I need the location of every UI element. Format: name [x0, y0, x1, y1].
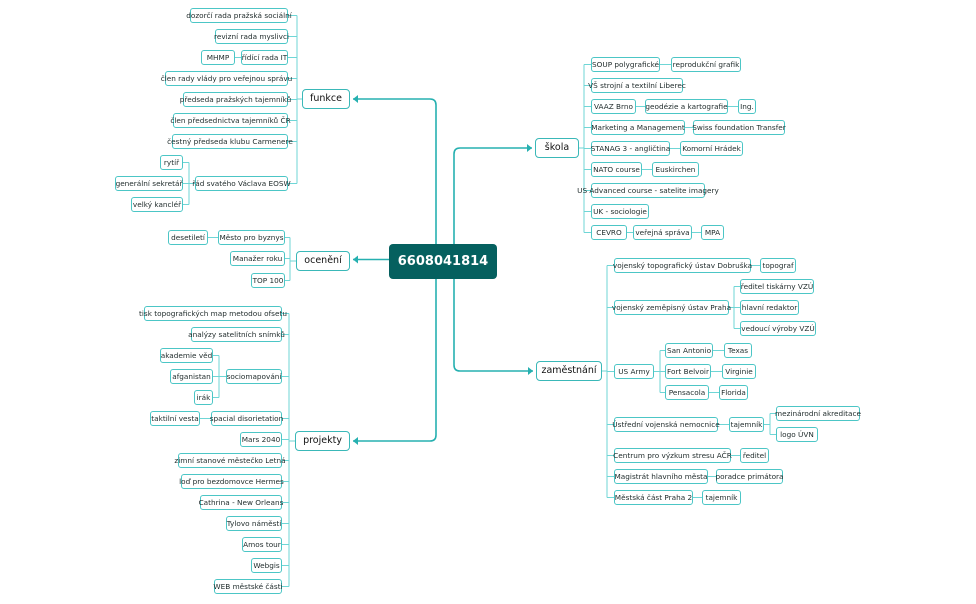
branch-funkce[interactable]: funkce: [302, 89, 350, 109]
projekty-topic[interactable]: analýzy satelitních snímků: [188, 327, 285, 342]
funkce-subtopic[interactable]: MHMP: [201, 50, 235, 65]
projekty-topic[interactable]: tisk topografických map metodou ofsetu: [139, 306, 287, 321]
arrowhead: [353, 255, 358, 264]
zamestnani-subtopic[interactable]: topograf: [760, 258, 796, 273]
zamestnani-subtopic[interactable]: hlavní redaktor: [740, 300, 799, 315]
funkce-topic[interactable]: předseda pražských tajemníků: [180, 92, 291, 107]
branch-projekty[interactable]: projekty: [295, 431, 350, 451]
projekty-subtopic[interactable]: akademie věd: [160, 348, 213, 363]
projekty-topic[interactable]: Mars 2040: [240, 432, 282, 447]
projekty-topic[interactable]: zimní stanové městečko Letná: [174, 453, 286, 468]
skola-subtopic[interactable]: Swiss foundation Transfer: [692, 120, 786, 135]
projekty-topic[interactable]: sociomapování: [226, 369, 282, 384]
funkce-topic[interactable]: dozorčí rada pražská sociální: [186, 8, 292, 23]
arrowhead: [527, 144, 532, 152]
root-node[interactable]: 6608041814: [389, 244, 497, 279]
zamestnani-topic[interactable]: vojenský topografický ústav Dobruška: [613, 258, 752, 273]
zamestnani-subtopic[interactable]: Pensacola: [665, 385, 709, 400]
funkce-topic[interactable]: člen předsednictva tajemníků ČR: [170, 113, 291, 128]
skola-subtopic[interactable]: veřejná správa: [633, 225, 692, 240]
zamestnani-subtopic[interactable]: ředitel tiskárny VZÚ: [740, 279, 814, 294]
projekty-subtopic[interactable]: afganistan: [170, 369, 213, 384]
skola-subtopic[interactable]: MPA: [701, 225, 724, 240]
projekty-topic[interactable]: spacial disorietation: [210, 411, 283, 426]
arrowhead: [528, 367, 533, 375]
zamestnani-subtopic[interactable]: Texas: [724, 343, 752, 358]
zamestnani-subtopic[interactable]: San Antonio: [665, 343, 713, 358]
zamestnani-topic[interactable]: Městská část Praha 2: [614, 490, 693, 505]
branch-connector: [453, 147, 532, 244]
skola-subtopic[interactable]: Euskirchen: [652, 162, 699, 177]
funkce-topic[interactable]: čestný předseda klubu Carmenere: [167, 134, 293, 149]
zamestnani-subtopic[interactable]: mezinárodní akreditace: [775, 406, 861, 421]
skola-topic[interactable]: US Advanced course - satelite imagery: [577, 183, 719, 198]
zamestnani-topic[interactable]: vojenský zeměpisný ústav Praha: [612, 300, 731, 315]
oceneni-subtopic[interactable]: desetiletí: [168, 230, 208, 245]
arrowhead: [353, 95, 358, 103]
zamestnani-subtopic[interactable]: tajemník: [729, 417, 764, 432]
funkce-topic[interactable]: člen rady vlády pro veřejnou správu: [161, 71, 292, 86]
branch-zamestnani[interactable]: zaměstnání: [536, 361, 602, 381]
zamestnani-topic[interactable]: Ústřední vojenská nemocnice: [612, 417, 720, 432]
projekty-topic[interactable]: WEB městské části: [213, 579, 283, 594]
branch-connector: [353, 279, 437, 442]
branch-oceneni[interactable]: ocenění: [296, 251, 350, 271]
skola-topic[interactable]: SOUP polygrafické: [591, 57, 660, 72]
funkce-topic[interactable]: řád svatého Václava EOSW: [192, 176, 291, 191]
zamestnani-topic[interactable]: US Army: [614, 364, 654, 379]
zamestnani-topic[interactable]: Centrum pro výzkum stresu AČR: [613, 448, 732, 463]
skola-subtopic[interactable]: Komorní Hrádek: [680, 141, 743, 156]
zamestnani-subtopic[interactable]: poradce primátora: [715, 469, 784, 484]
skola-topic[interactable]: STANAG 3 - angličtina: [591, 141, 670, 156]
skola-subtopic[interactable]: geodézie a kartografie: [645, 99, 728, 114]
zamestnani-subtopic[interactable]: ředitel: [740, 448, 769, 463]
projekty-topic[interactable]: Amos tour: [242, 537, 282, 552]
zamestnani-subtopic[interactable]: logo ÚVN: [776, 427, 818, 442]
oceneni-topic[interactable]: Manažer roku: [230, 251, 285, 266]
skola-subtopic[interactable]: Ing.: [738, 99, 756, 114]
zamestnani-subtopic[interactable]: Florida: [719, 385, 748, 400]
funkce-subtopic[interactable]: rytíř: [160, 155, 183, 170]
funkce-subtopic[interactable]: generální sekretář: [115, 176, 183, 191]
skola-topic[interactable]: VŠ strojní a textilní Liberec: [588, 78, 686, 93]
skola-topic[interactable]: VAAZ Brno: [591, 99, 636, 114]
skola-topic[interactable]: CEVRO: [591, 225, 627, 240]
projekty-topic[interactable]: Cathrina - New Orleans: [199, 495, 283, 510]
branch-connector: [353, 98, 437, 244]
zamestnani-subtopic[interactable]: Virginie: [722, 364, 756, 379]
skola-topic[interactable]: NATO course: [591, 162, 642, 177]
projekty-topic[interactable]: loď pro bezdomovce Hermes: [179, 474, 284, 489]
zamestnani-subtopic[interactable]: vedoucí výroby VZÚ: [740, 321, 816, 336]
zamestnani-subtopic[interactable]: Fort Belvoir: [665, 364, 711, 379]
zamestnani-subtopic[interactable]: tajemník: [702, 490, 741, 505]
projekty-subtopic[interactable]: taktilní vesta: [150, 411, 200, 426]
arrowhead: [353, 437, 358, 445]
skola-topic[interactable]: UK - sociologie: [591, 204, 649, 219]
oceneni-topic[interactable]: TOP 100: [251, 273, 285, 288]
projekty-subtopic[interactable]: irák: [194, 390, 213, 405]
branch-connector: [453, 279, 533, 372]
skola-topic[interactable]: Marketing a Management: [591, 120, 685, 135]
skola-subtopic[interactable]: reprodukční grafik: [671, 57, 741, 72]
funkce-topic[interactable]: revizní rada myslivci: [214, 29, 289, 44]
projekty-topic[interactable]: Tylovo náměstí: [226, 516, 282, 531]
funkce-subtopic[interactable]: velký kancléř: [131, 197, 183, 212]
funkce-topic[interactable]: řídící rada IT: [241, 50, 288, 65]
projekty-topic[interactable]: Webgis: [251, 558, 282, 573]
branch-skola[interactable]: škola: [535, 138, 579, 158]
zamestnani-topic[interactable]: Magistrát hlavního města: [614, 469, 708, 484]
oceneni-topic[interactable]: Město pro byznys: [218, 230, 285, 245]
